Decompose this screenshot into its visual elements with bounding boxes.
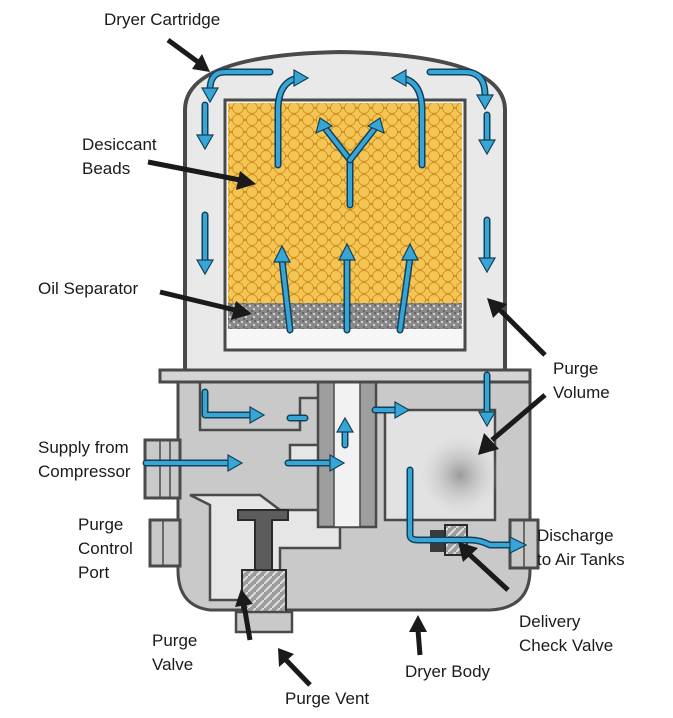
diagram-labels: Dryer Cartridge Desiccant Beads Oil Sepa… — [38, 10, 625, 708]
label-dryer-cartridge: Dryer Cartridge — [104, 10, 220, 29]
label-discharge-to-air-tanks: Discharge to Air Tanks — [537, 526, 625, 569]
label-dryer-body: Dryer Body — [405, 662, 491, 681]
label-delivery-check-valve: Delivery Check Valve — [519, 612, 613, 655]
label-supply-from-compressor: Supply from Compressor — [38, 438, 133, 481]
label-purge-volume: Purge Volume — [553, 359, 610, 402]
label-desiccant-beads: Desiccant Beads — [82, 135, 161, 178]
air-flow-arrows — [142, 68, 528, 554]
label-oil-separator: Oil Separator — [38, 279, 138, 298]
label-pointers — [147, 37, 547, 687]
label-purge-valve: Purge Valve — [152, 631, 202, 674]
label-purge-vent: Purge Vent — [285, 689, 369, 708]
label-purge-control-port: Purge Control Port — [78, 515, 138, 582]
